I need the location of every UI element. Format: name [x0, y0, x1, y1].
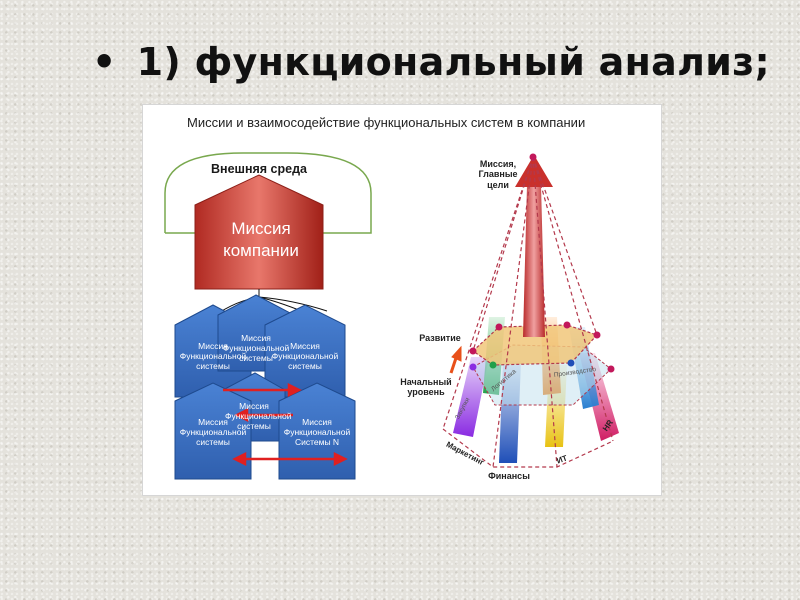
interaction-arrows: [223, 382, 348, 467]
mission-shaft: [523, 185, 545, 337]
development-arrow-icon: [449, 345, 462, 374]
mission-company-house: [194, 174, 324, 290]
pyramid-vertices: [469, 153, 615, 373]
func-label-1: Миссия Функциональной системы: [179, 341, 247, 372]
diagram-graphics: [164, 152, 619, 480]
func-house-5: [174, 382, 252, 480]
development-label: Развитие: [419, 333, 461, 343]
mission-company-label: Миссия компании: [223, 219, 299, 261]
finance-label: Финансы: [488, 471, 530, 481]
func-label-4: Миссия Функциональной системы: [225, 401, 292, 432]
diagram-caption: Миссии и взаимосодействие функциональных…: [187, 115, 586, 130]
functional-houses: [174, 294, 356, 480]
slide-title-text: 1) функциональный анализ;: [136, 40, 771, 84]
environment-arc: [164, 152, 372, 234]
bullet-marker: •: [92, 40, 117, 84]
func-label-n: Миссия Функциональной Системы N: [283, 417, 351, 448]
func-label-5: Миссия Функциональной системы: [179, 417, 247, 448]
func-label-2: Миссия Функциональной системы: [222, 333, 290, 364]
diagram-panel: Миссии и взаимосодействие функциональных…: [142, 104, 662, 496]
slide-title: • 1) функциональный анализ;: [92, 40, 770, 84]
pyramid-edges: [442, 156, 614, 468]
start-level-label: Начальный уровень: [400, 377, 452, 398]
func-label-3: Миссия Функциональной системы: [271, 341, 339, 372]
apex-label: Миссия, Главные цели: [478, 159, 518, 190]
environment-label: Внешняя среда: [211, 162, 307, 176]
